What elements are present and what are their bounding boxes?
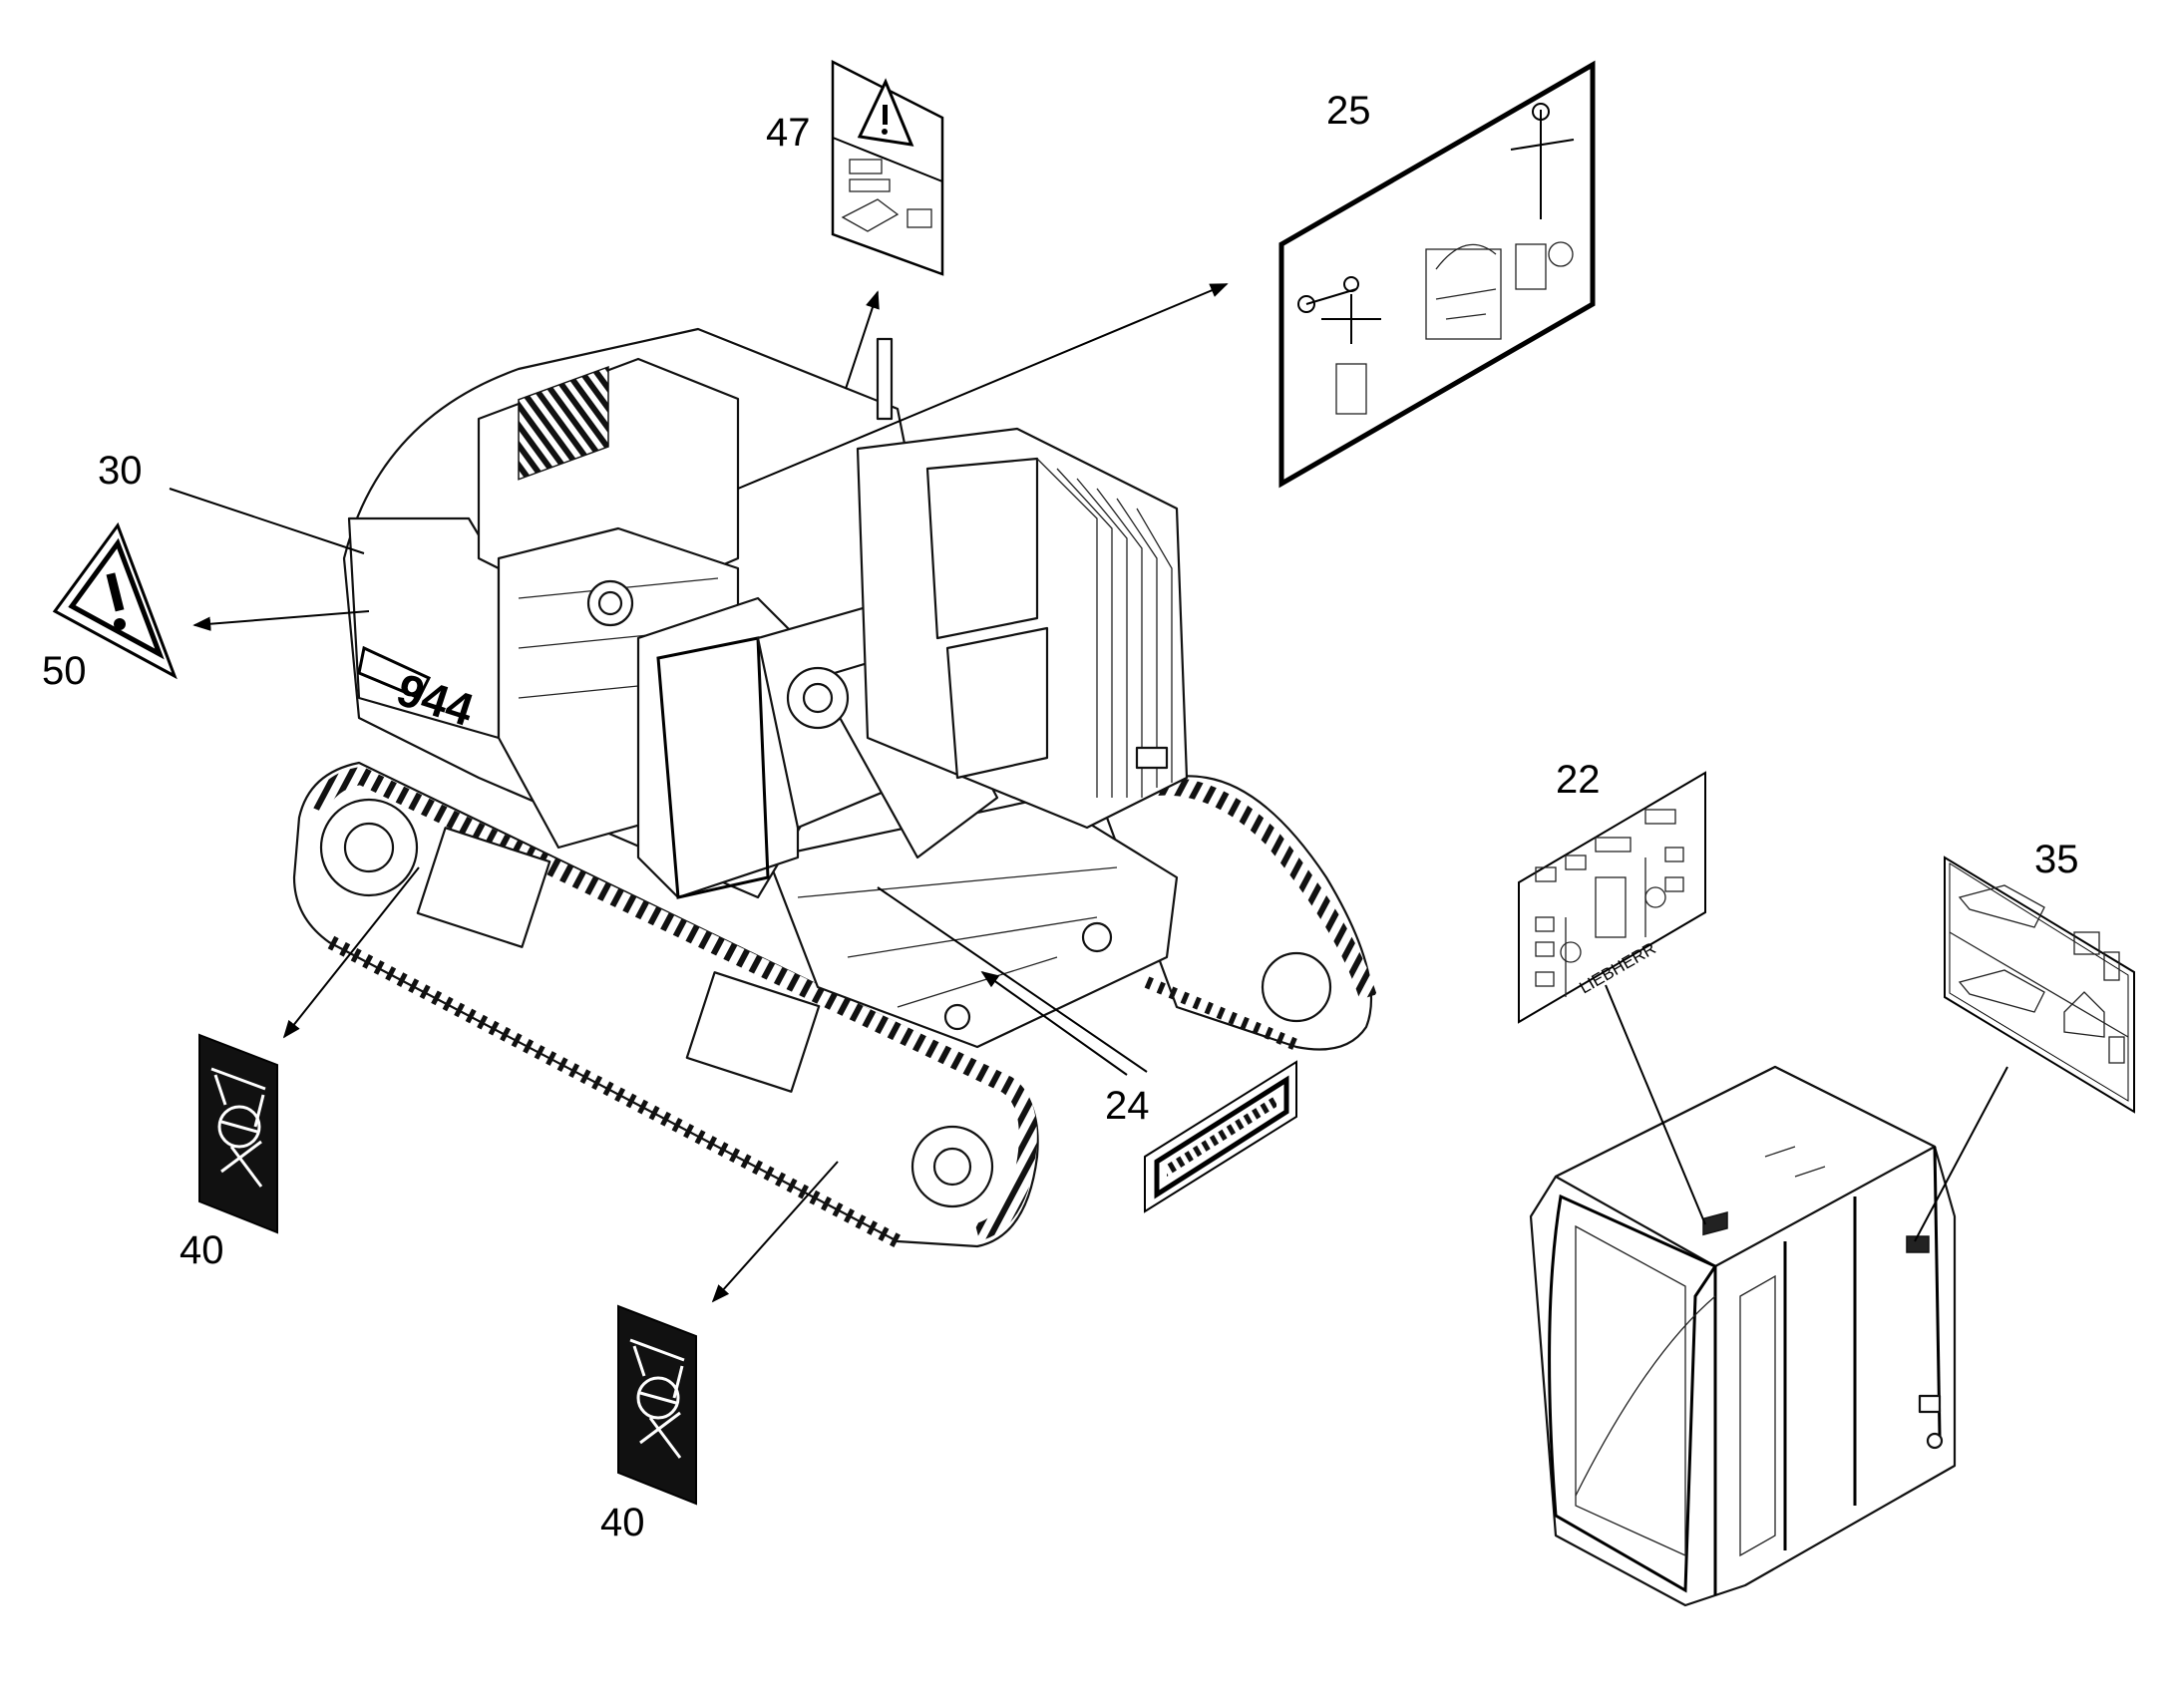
callout-25: 25 [1326,89,1371,133]
callout-labels: 50 30 47 25 22 35 24 40 40 [42,89,2079,1544]
callout-30: 30 [98,449,143,493]
decal-47-safety-label [831,59,944,276]
callout-24: 24 [1105,1084,1150,1128]
cab-with-guard [856,427,1189,830]
decal-35-operation-label [1944,855,2135,1114]
leader-lines [169,283,2008,1303]
excavator-machine: 944 [292,327,1377,1248]
callout-50: 50 [42,649,87,693]
callout-40-bottom: 40 [600,1501,645,1544]
decal-22-control-overview-label: LIEBHERR [1518,771,1706,1024]
decal-50-warning-triangle [52,521,178,680]
cab-detail [1529,1065,1957,1607]
decal-40b-track-warning [617,1304,697,1506]
callout-22: 22 [1556,758,1601,802]
callout-47: 47 [766,111,811,155]
decal-25-controls-label [1278,60,1596,489]
callout-40-left: 40 [180,1228,224,1272]
right-track [1105,775,1377,1051]
callout-35: 35 [2034,838,2079,881]
decal-40a-track-warning [198,1033,278,1234]
left-track [292,761,1039,1248]
decal-24-vent-label [1144,1060,1297,1213]
